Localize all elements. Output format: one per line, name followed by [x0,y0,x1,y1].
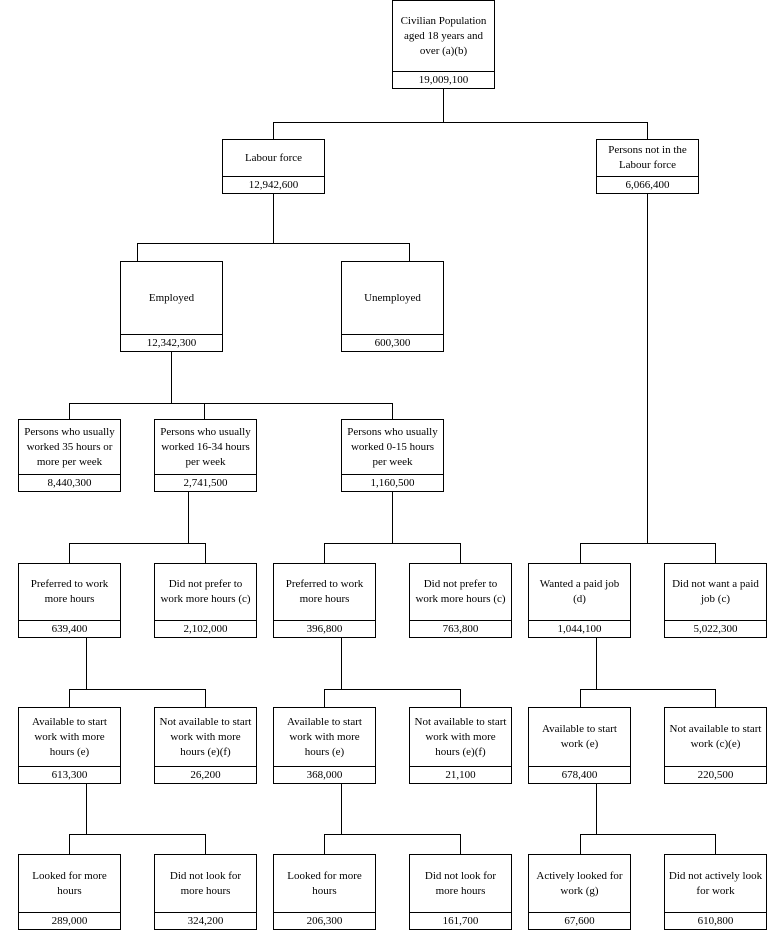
node-value: 161,700 [410,912,511,929]
node-value: 12,342,300 [121,334,222,351]
node-value: 763,800 [410,620,511,637]
node-label: Looked for more hours [287,869,362,897]
node-civilian-population: Civilian Population aged 18 years and ov… [392,0,495,89]
node-label: Did not prefer to work more hours (c) [160,578,251,605]
node-label: Preferred to work more hours [30,578,109,605]
node-label: Available to start work with more hours … [287,715,362,758]
node-value: 26,200 [155,766,256,783]
node-value: 2,102,000 [155,620,256,637]
node-looked-more-hours-16-34: Looked for more hours 289,000 [18,854,121,930]
node-not-want-paid-job: Did not want a paid job (c) 5,022,300 [664,563,767,638]
node-value: 610,800 [665,912,766,929]
node-value: 678,400 [529,766,630,783]
node-value: 206,300 [274,912,375,929]
node-preferred-more-hours-0-15: Preferred to work more hours 396,800 [273,563,376,638]
node-employed: Employed 12,342,300 [120,261,223,352]
node-label: Available to start work with more hours … [32,715,107,758]
node-label: Wanted a paid job (d) [539,578,620,605]
node-label: Did not want a paid job (c) [672,578,759,605]
node-label: Not available to start work with more ho… [159,715,252,758]
node-label: Persons who usually worked 16-34 hours p… [160,425,251,468]
node-value: 1,160,500 [342,474,443,491]
node-value: 2,741,500 [155,474,256,491]
node-value: 639,400 [19,620,120,637]
node-value: 8,440,300 [19,474,120,491]
node-label: Actively looked for work (g) [536,869,623,897]
node-worked-35-plus: Persons who usually worked 35 hours or m… [18,419,121,492]
node-not-preferred-more-hours-16-34: Did not prefer to work more hours (c) 2,… [154,563,257,638]
node-label: Available to start work (e) [542,723,617,750]
node-labour-force: Labour force 12,942,600 [222,139,325,194]
node-preferred-more-hours-16-34: Preferred to work more hours 639,400 [18,563,121,638]
node-label: Unemployed [364,291,421,304]
node-label: Employed [148,291,195,304]
node-value: 368,000 [274,766,375,783]
node-value: 220,500 [665,766,766,783]
node-value: 600,300 [342,334,443,351]
node-unemployed: Unemployed 600,300 [341,261,444,352]
node-label: Did not prefer to work more hours (c) [415,578,506,605]
node-not-actively-looked-for-work: Did not actively look for work 610,800 [664,854,767,930]
node-not-in-labour-force: Persons not in the Labour force 6,066,40… [596,139,699,194]
node-label: Not available to start work (c)(e) [669,723,762,750]
node-value: 396,800 [274,620,375,637]
node-not-available-16-34: Not available to start work with more ho… [154,707,257,784]
node-label: Not available to start work with more ho… [414,715,507,758]
node-not-available-0-15: Not available to start work with more ho… [409,707,512,784]
node-label: Persons who usually worked 0-15 hours pe… [347,425,438,468]
node-value: 613,300 [19,766,120,783]
node-label: Labour force [244,151,303,164]
node-value: 1,044,100 [529,620,630,637]
node-not-looked-more-hours-16-34: Did not look for more hours 324,200 [154,854,257,930]
node-value: 324,200 [155,912,256,929]
node-wanted-paid-job: Wanted a paid job (d) 1,044,100 [528,563,631,638]
node-worked-0-15: Persons who usually worked 0-15 hours pe… [341,419,444,492]
node-label: Looked for more hours [32,869,107,897]
node-label: Persons who usually worked 35 hours or m… [24,425,115,468]
node-available-to-start-work: Available to start work (e) 678,400 [528,707,631,784]
node-not-looked-more-hours-0-15: Did not look for more hours 161,700 [409,854,512,930]
node-label: Persons not in the Labour force [608,144,687,171]
node-value: 21,100 [410,766,511,783]
node-value: 5,022,300 [665,620,766,637]
node-actively-looked-for-work: Actively looked for work (g) 67,600 [528,854,631,930]
node-value: 6,066,400 [597,176,698,193]
node-label: Civilian Population aged 18 years and ov… [400,14,487,57]
node-value: 12,942,600 [223,176,324,193]
node-label: Preferred to work more hours [285,578,364,605]
node-not-available-to-start-work: Not available to start work (c)(e) 220,5… [664,707,767,784]
node-available-16-34: Available to start work with more hours … [18,707,121,784]
node-worked-16-34: Persons who usually worked 16-34 hours p… [154,419,257,492]
node-available-0-15: Available to start work with more hours … [273,707,376,784]
node-looked-more-hours-0-15: Looked for more hours 206,300 [273,854,376,930]
node-not-preferred-more-hours-0-15: Did not prefer to work more hours (c) 76… [409,563,512,638]
node-value: 289,000 [19,912,120,929]
node-value: 19,009,100 [393,71,494,88]
node-value: 67,600 [529,912,630,929]
node-label: Did not look for more hours [424,869,497,897]
node-label: Did not look for more hours [169,869,242,897]
node-label: Did not actively look for work [668,869,763,897]
